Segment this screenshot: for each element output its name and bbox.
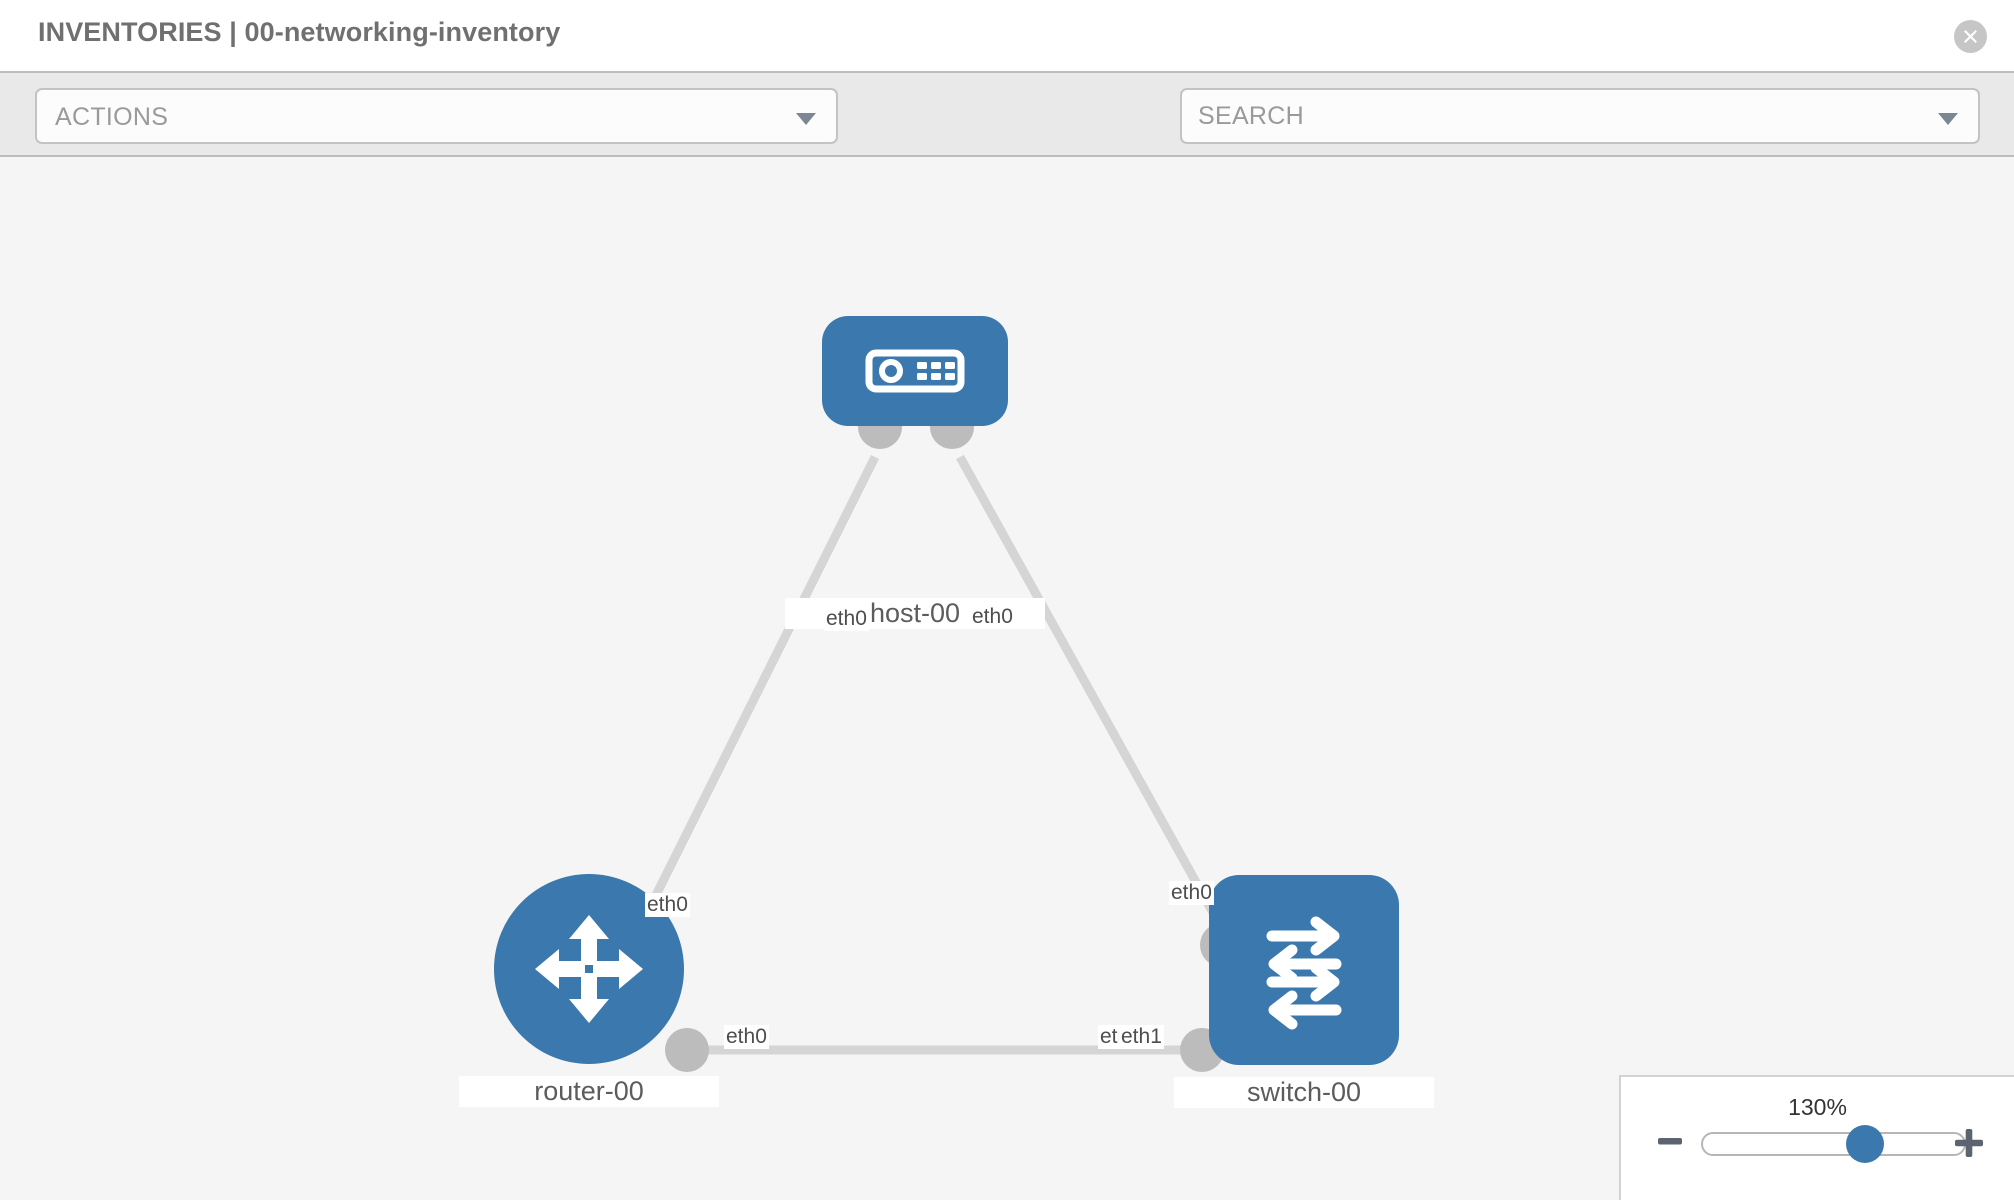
- zoom-level-value: 130%: [1788, 1094, 1847, 1120]
- zoom-control: 130%: [1619, 1075, 2014, 1200]
- switch-arrows-icon: [1266, 916, 1342, 1030]
- search-box[interactable]: [1180, 88, 1980, 144]
- minus-icon[interactable]: [1657, 1128, 1683, 1154]
- link-host-switch: [956, 454, 1236, 950]
- zoom-slider-thumb[interactable]: [1845, 1125, 1884, 1163]
- node-switch-00-shape[interactable]: [1209, 875, 1399, 1065]
- topology-canvas[interactable]: host-00 router-00: [0, 157, 2014, 1200]
- port-router-eth0[interactable]: [665, 1028, 709, 1072]
- chevron-down-icon[interactable]: [1938, 113, 1958, 125]
- search-input[interactable]: [1198, 90, 1898, 142]
- edge-label-router-eth0: eth0: [724, 1025, 769, 1049]
- edge-label-host-eth0-left: eth0: [824, 607, 869, 631]
- edge-label-switch-eth1: eth1: [1119, 1025, 1164, 1049]
- zoom-slider-track[interactable]: [1701, 1125, 1966, 1163]
- toolbar: ACTIONS: [0, 71, 2014, 205]
- router-arrows-icon: [535, 915, 643, 1023]
- edge-label-switch-host-eth0: eth0: [1169, 881, 1214, 905]
- node-router-00[interactable]: router-00: [459, 874, 719, 1107]
- page-title: INVENTORIES | 00-networking-inventory: [38, 17, 561, 47]
- chevron-down-icon: [796, 113, 816, 125]
- edge-label-router-host-eth0: eth0: [645, 893, 690, 917]
- server-device-icon: [865, 349, 965, 393]
- node-host-00-shape[interactable]: [822, 316, 1008, 426]
- actions-dropdown[interactable]: ACTIONS: [35, 88, 838, 144]
- edge-label-host-eth0-right: eth0: [970, 605, 1015, 629]
- link-router-host: [640, 454, 880, 920]
- page-header: INVENTORIES | 00-networking-inventory: [0, 0, 2014, 71]
- close-icon[interactable]: [1954, 20, 1987, 53]
- actions-dropdown-label: ACTIONS: [55, 103, 169, 131]
- node-router-00-label: router-00: [459, 1076, 719, 1107]
- plus-icon[interactable]: [1954, 1128, 1984, 1158]
- node-switch-00-label: switch-00: [1174, 1077, 1434, 1108]
- node-switch-00[interactable]: switch-00: [1174, 875, 1434, 1108]
- topology-links: [640, 454, 1236, 1055]
- node-host-00[interactable]: host-00: [785, 316, 1045, 629]
